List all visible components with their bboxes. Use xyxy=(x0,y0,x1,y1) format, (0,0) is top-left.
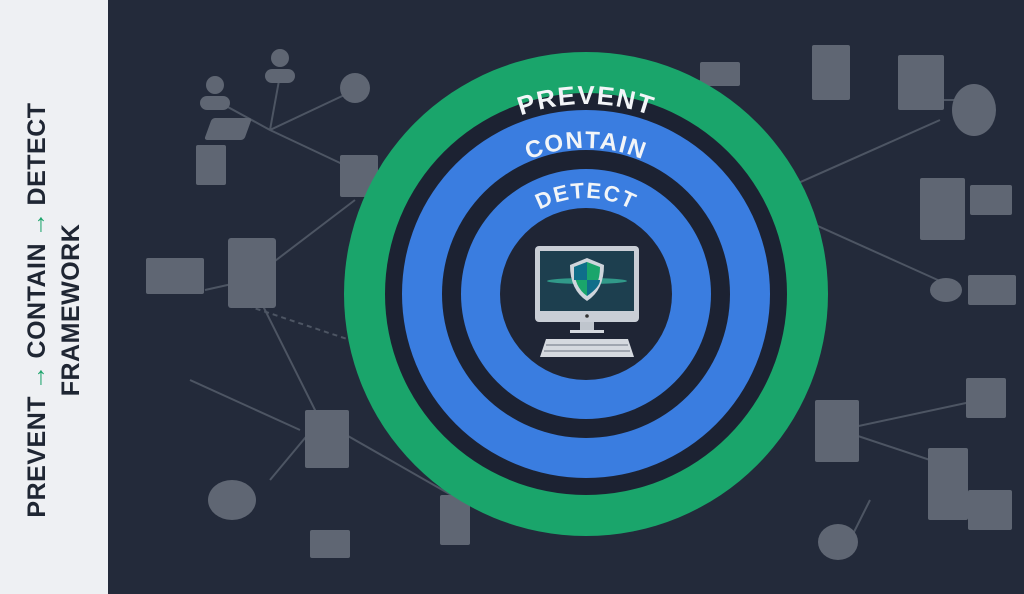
monitor-icon xyxy=(898,55,944,110)
database-icon xyxy=(930,278,962,302)
server-icon xyxy=(440,495,470,545)
title-detect: DETECT xyxy=(23,102,51,206)
monitor-icon xyxy=(700,62,740,86)
monitor-icon xyxy=(966,378,1006,418)
shielded-computer-icon xyxy=(535,246,639,357)
user-icon xyxy=(200,96,230,110)
monitor-icon xyxy=(970,185,1012,215)
framework-title: PREVENT → CONTAIN → DETECT FRAMEWORK xyxy=(20,102,88,517)
monitor-icon xyxy=(310,530,350,558)
server-icon xyxy=(196,145,226,185)
title-framework: FRAMEWORK xyxy=(57,223,85,397)
firewall-icon xyxy=(815,400,859,462)
network-icons xyxy=(146,45,1016,560)
monitor-icon xyxy=(968,275,1016,305)
monitor-icon xyxy=(146,258,204,294)
user-icon xyxy=(271,49,289,67)
monitor-icon xyxy=(968,490,1012,530)
server-icon xyxy=(920,178,965,240)
arrow-icon: → xyxy=(23,364,51,390)
user-icon xyxy=(206,76,224,94)
database-icon xyxy=(818,524,858,560)
arrow-icon: → xyxy=(23,211,51,237)
database-icon xyxy=(208,480,256,520)
title-prevent: PREVENT xyxy=(23,395,51,518)
firewall-icon xyxy=(305,410,349,468)
firewall-icon xyxy=(340,155,378,197)
diagram-canvas: PREVENT CONTAIN DETECT xyxy=(108,0,1024,594)
globe-icon xyxy=(340,73,370,103)
server-icon xyxy=(228,238,276,308)
server-icon xyxy=(812,45,850,100)
title-contain: CONTAIN xyxy=(23,242,51,359)
server-icon xyxy=(928,448,968,520)
switch-icon xyxy=(204,118,252,140)
database-icon xyxy=(952,84,996,136)
keyboard-icon xyxy=(540,339,634,357)
sidebar: PREVENT → CONTAIN → DETECT FRAMEWORK xyxy=(0,0,108,594)
